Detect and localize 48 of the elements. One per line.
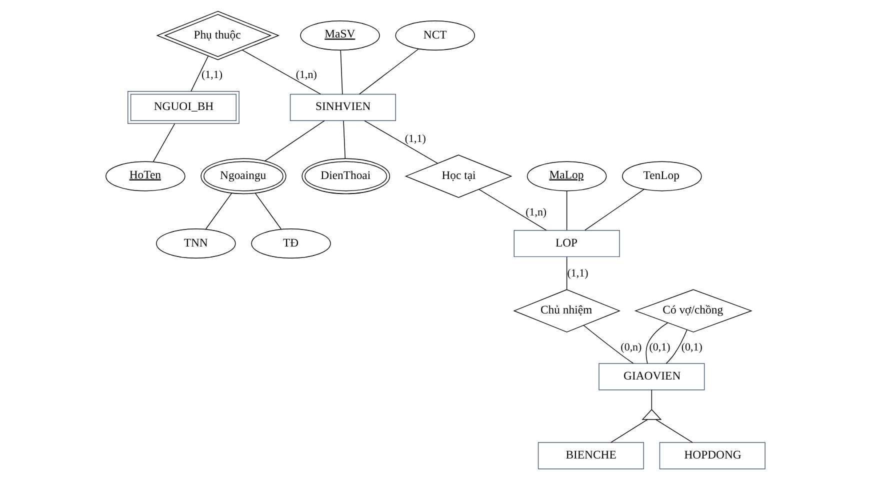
connector — [584, 188, 644, 231]
node-ellipse: MaLop — [526, 161, 606, 192]
connector — [364, 120, 438, 164]
node-ellipse: Ngoaingu — [200, 158, 286, 194]
connector — [340, 50, 342, 95]
edge-label: (1,n) — [525, 206, 546, 219]
node-ellipse: TĐ — [250, 228, 330, 259]
connector — [582, 325, 634, 364]
connector — [650, 390, 652, 410]
node-box: SINHVIEN — [289, 94, 396, 121]
node-box: BIENCHE — [537, 442, 644, 470]
edge-label: (1,1) — [566, 267, 588, 280]
node-diamond: Học tại — [404, 154, 512, 198]
connector — [152, 123, 175, 162]
connector — [478, 188, 546, 231]
edge-label: (0,1) — [680, 341, 702, 354]
node-ellipse: DienThoai — [301, 158, 390, 194]
node-ellipse: TenLop — [622, 161, 702, 192]
connector — [610, 419, 648, 443]
connector — [566, 190, 567, 231]
node-ellipse: HoTen — [105, 161, 185, 192]
node-ellipse: TNN — [156, 228, 236, 259]
connector — [665, 330, 687, 364]
connector — [654, 419, 692, 443]
node-diamond: Chủ nhiệm — [512, 289, 620, 332]
node-diamond: Phụ thuộc — [156, 10, 279, 60]
connector — [342, 120, 345, 159]
node-ellipse: MaSV — [300, 20, 380, 51]
connector — [358, 48, 419, 95]
node-box: HOPDONG — [658, 442, 765, 470]
node-box: NGUOI_BH — [127, 90, 239, 124]
node-ellipse: NCT — [394, 20, 474, 51]
edge-label: (0,1) — [648, 341, 670, 354]
node-box: GIAOVIEN — [598, 363, 704, 390]
edge-label: (1,n) — [295, 69, 316, 82]
edge-label: (1,1) — [404, 132, 426, 145]
edge-label: (1,1) — [200, 69, 222, 82]
connector — [264, 120, 324, 162]
connector — [254, 192, 282, 230]
edge-label: (0,n) — [620, 341, 642, 354]
node-box: LOP — [513, 230, 620, 258]
node-triangle — [641, 409, 662, 420]
connector — [190, 56, 208, 92]
connector — [204, 192, 232, 230]
connector — [645, 322, 668, 364]
node-diamond: Có vợ/chồng — [634, 289, 752, 332]
connector — [566, 256, 567, 290]
connector — [241, 50, 321, 95]
